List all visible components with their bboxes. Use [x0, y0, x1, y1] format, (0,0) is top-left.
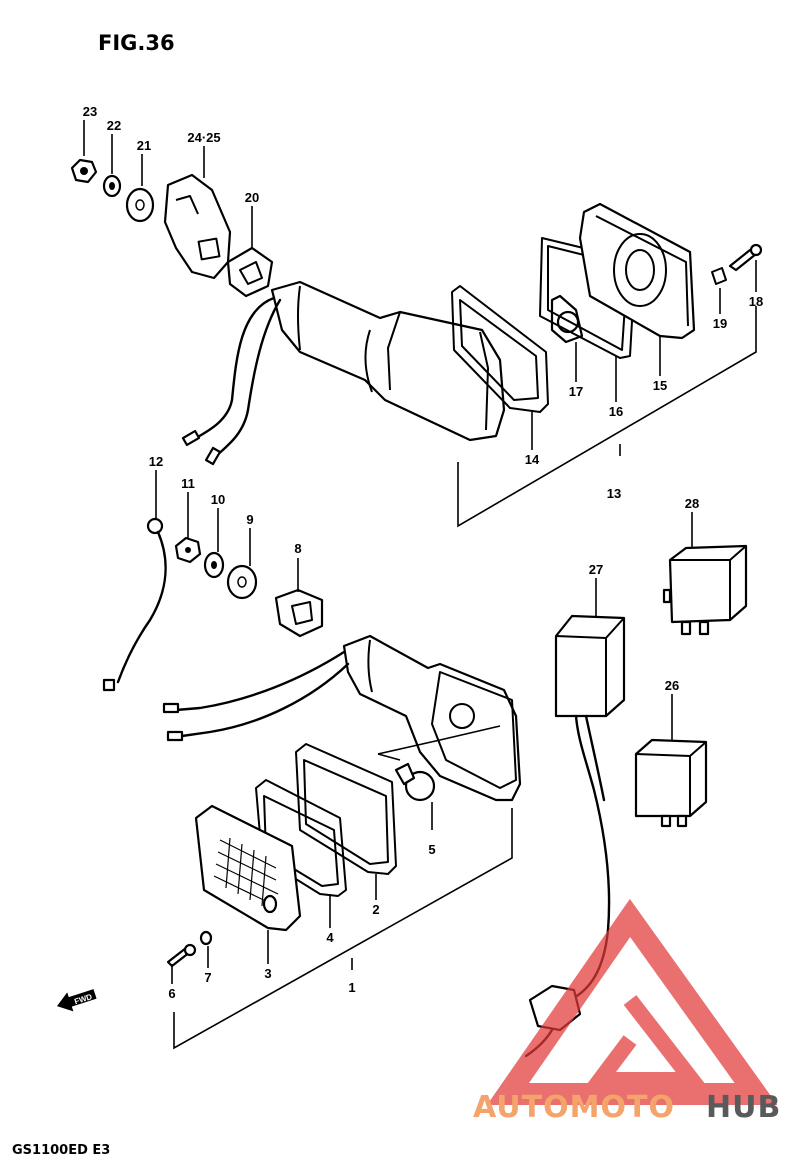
callout-21: 21	[137, 138, 151, 153]
watermark	[486, 898, 778, 1105]
gasket-14	[451, 285, 549, 413]
callout-20: 20	[245, 190, 259, 205]
callout-9: 9	[246, 512, 253, 527]
lens-15	[578, 202, 696, 340]
callout-18: 18	[749, 294, 763, 309]
bracket-24-25	[163, 173, 232, 280]
wire-upper-2	[214, 298, 282, 458]
fwd-label: FWD	[73, 992, 93, 1006]
grommet-8	[274, 588, 324, 638]
watermark-logo-icon	[486, 898, 778, 1105]
lead-wire-12	[116, 530, 167, 684]
grommet-20	[226, 246, 274, 298]
callout-22: 22	[107, 118, 121, 133]
wire-upper-1	[194, 296, 276, 440]
figure-title: FIG.36	[98, 31, 175, 55]
callout-3: 3	[264, 966, 271, 981]
relay-group	[524, 544, 748, 1058]
clip-19	[711, 267, 727, 285]
callout-26: 26	[665, 678, 679, 693]
callout-4: 4	[326, 930, 334, 945]
callout-1: 1	[348, 980, 355, 995]
callout-13: 13	[607, 486, 621, 501]
callout-2: 2	[372, 902, 379, 917]
wire-lower-2	[180, 662, 350, 738]
callout-23: 23	[83, 104, 97, 119]
callout-6: 6	[168, 986, 175, 1001]
watermark-brand-secondary: HUB	[706, 1090, 781, 1125]
callout-27: 27	[589, 562, 603, 577]
callout-19: 19	[713, 316, 727, 331]
upper-turn-signal-assembly	[70, 158, 763, 528]
fwd-arrow: FWD	[56, 989, 97, 1012]
forward-arrow-icon	[56, 989, 97, 1012]
gasket-2	[295, 743, 397, 875]
callout-16: 16	[609, 404, 623, 419]
callout-7: 7	[204, 970, 211, 985]
callout-10: 10	[211, 492, 225, 507]
lens-3	[194, 804, 302, 932]
callout-17: 17	[569, 384, 583, 399]
callout-5: 5	[428, 842, 435, 857]
lower-turn-signal-assembly	[102, 517, 522, 1050]
turn-signal-relay-27	[554, 614, 626, 718]
callout-12: 12	[149, 454, 163, 469]
model-code: GS1100ED E3	[12, 1143, 110, 1158]
leader-lines	[83, 120, 757, 984]
callout-8: 8	[294, 541, 301, 556]
callout-24-25: 24·25	[187, 130, 220, 145]
callout-14: 14	[525, 452, 540, 467]
clip-7	[199, 930, 213, 946]
callout-11: 11	[181, 476, 195, 491]
callout-15: 15	[653, 378, 667, 393]
relay-28	[668, 544, 748, 624]
callout-28: 28	[685, 496, 699, 511]
wire-lower-1	[174, 650, 346, 712]
watermark-brand-primary: AUTOMOTO	[473, 1090, 675, 1125]
lead-eyelet-12	[146, 517, 164, 535]
relay-26	[634, 738, 708, 818]
